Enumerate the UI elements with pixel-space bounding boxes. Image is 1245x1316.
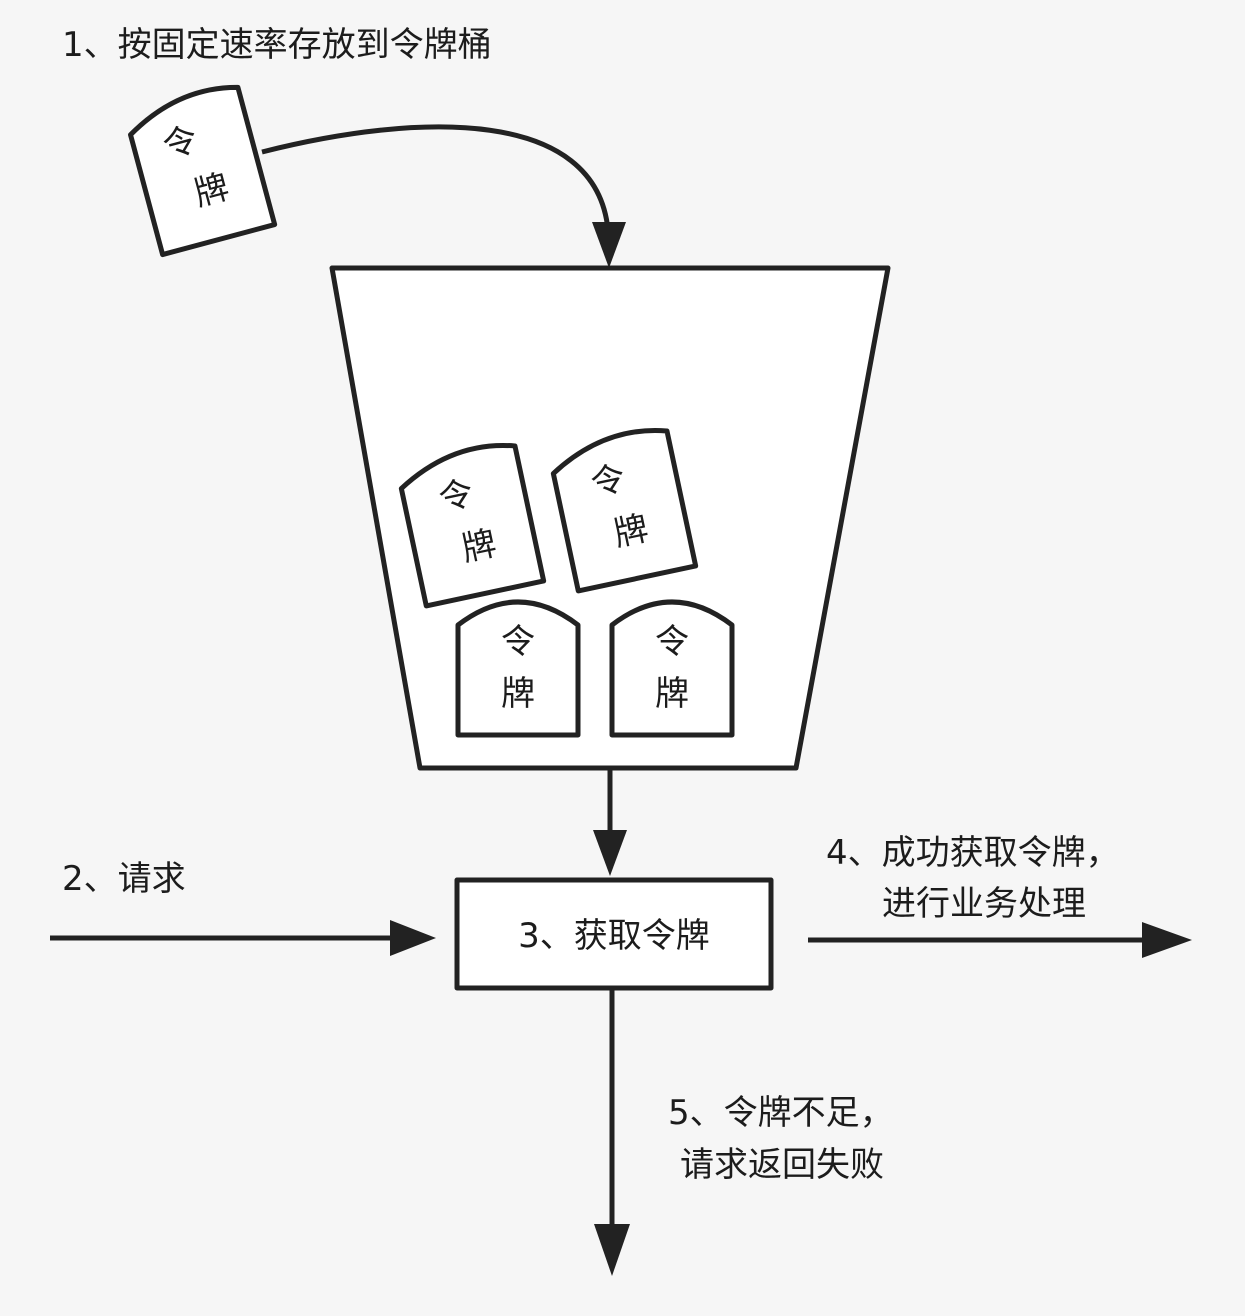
bucket-token: 令 牌 [398, 442, 547, 609]
token-char-1: 令 [435, 473, 477, 519]
step-1-label: 1、按固定速率存放到令牌桶 [62, 25, 492, 65]
incoming-token: 令 牌 [128, 84, 278, 258]
token-char-2: 牌 [655, 674, 689, 714]
token-char-2: 牌 [501, 674, 535, 714]
token-shape [609, 599, 735, 738]
step-5-label-line2: 请求返回失败 [680, 1145, 884, 1185]
fill-arrowhead [592, 222, 626, 268]
step-2-label: 2、请求 [62, 859, 186, 899]
bucket-token: 令 牌 [455, 599, 581, 738]
success-arrowhead [1142, 922, 1192, 958]
step-3-label: 3、获取令牌 [518, 916, 710, 956]
token-char-1: 令 [587, 458, 629, 504]
token-shape [455, 599, 581, 738]
bucket-token: 令 牌 [550, 427, 699, 594]
failure-arrowhead [594, 1224, 630, 1276]
bucket-to-box-arrowhead [593, 830, 627, 876]
get-token-box [454, 877, 774, 991]
request-arrowhead [390, 920, 436, 956]
step-5-label-line1: 5、令牌不足， [668, 1093, 894, 1133]
token-char-2: 牌 [610, 509, 652, 555]
token-shape [398, 442, 547, 609]
step-4-label-line2: 进行业务处理 [882, 884, 1086, 924]
token-char-2: 牌 [458, 524, 500, 570]
step-4-label-line1: 4、成功获取令牌， [826, 833, 1120, 873]
bucket-token: 令 牌 [609, 599, 735, 738]
fill-arrow-curve [261, 124, 611, 231]
token-shape [550, 427, 699, 594]
token-char-1: 令 [501, 622, 535, 662]
token-char-1: 令 [655, 622, 689, 662]
token-shape [128, 84, 278, 258]
